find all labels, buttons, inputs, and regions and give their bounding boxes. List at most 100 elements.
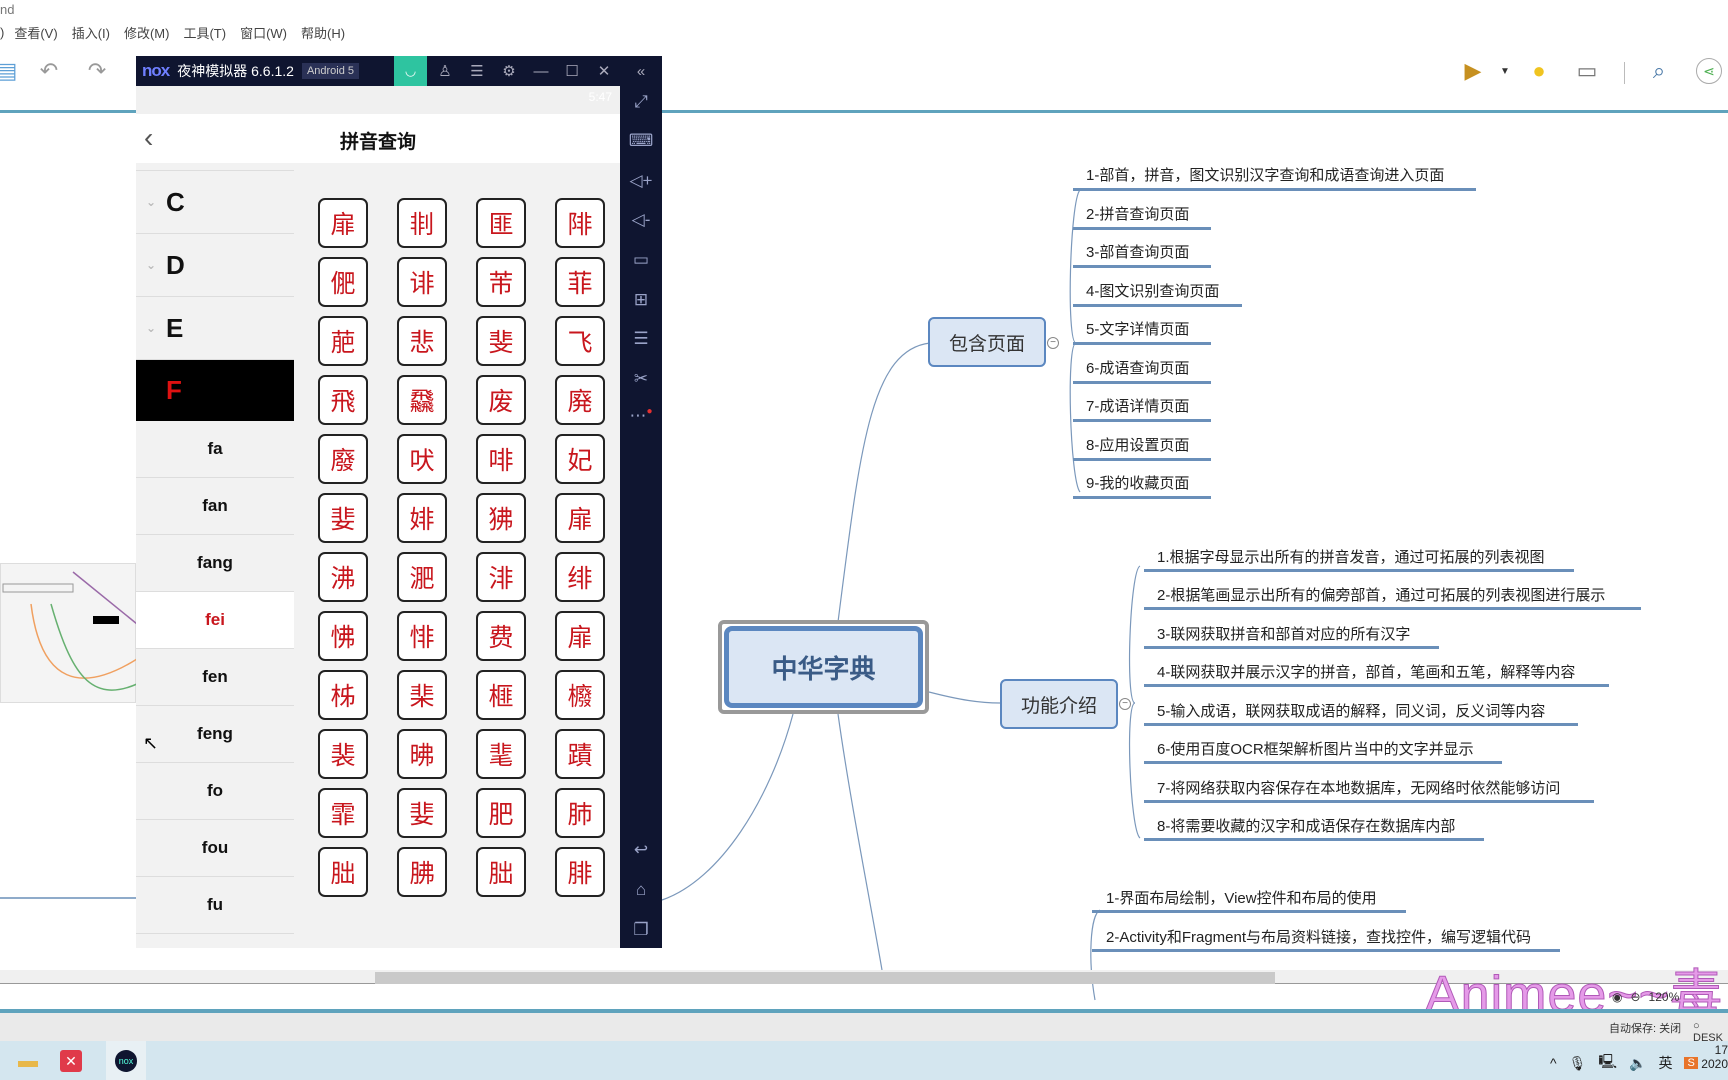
- character-cell[interactable]: 绯: [555, 552, 605, 602]
- topic-item[interactable]: 5-文字详情页面: [1086, 321, 1190, 338]
- topic-item[interactable]: 8-将需要收藏的汉字和成语保存在数据库内部: [1157, 818, 1456, 835]
- eye-icon[interactable]: ◉: [1612, 990, 1623, 1004]
- character-cell[interactable]: 芾: [476, 257, 526, 307]
- back-arrow-icon[interactable]: ‹: [144, 122, 154, 153]
- character-cell[interactable]: 榧: [476, 670, 526, 720]
- character-cell[interactable]: 斐: [476, 316, 526, 366]
- home-nav-icon[interactable]: ⌂: [635, 880, 647, 899]
- character-cell[interactable]: 扉: [555, 611, 605, 661]
- embedded-screenshot-image[interactable]: [0, 563, 138, 703]
- menu-help[interactable]: 帮助(H): [301, 25, 346, 41]
- character-cell[interactable]: 朏: [318, 847, 368, 897]
- character-cell[interactable]: 棐: [397, 670, 447, 720]
- search-icon[interactable]: ⌕: [1652, 58, 1666, 83]
- topic-item[interactable]: 3-部首查询页面: [1086, 244, 1190, 261]
- file-explorer-icon[interactable]: ▬: [18, 1049, 38, 1072]
- presentation-icon[interactable]: ▶: [1464, 58, 1482, 83]
- topic-item[interactable]: 2-Activity和Fragment与布局资料链接，查找控件，编写逻辑代码: [1106, 929, 1532, 946]
- close-icon[interactable]: ✕: [597, 63, 611, 80]
- clock[interactable]: 17 2020: [1700, 1043, 1728, 1071]
- character-cell[interactable]: 昲: [397, 729, 447, 779]
- collapse-pages-icon[interactable]: −: [1047, 337, 1059, 349]
- collapse-sidebar-icon[interactable]: «: [636, 62, 646, 80]
- ime-indicator[interactable]: 英: [1658, 1055, 1673, 1071]
- character-cell[interactable]: 婓: [318, 493, 368, 543]
- topic-item[interactable]: 1.根据字母显示出所有的拼音发音，通过可拓展的列表视图: [1157, 549, 1545, 566]
- character-cell[interactable]: 廢: [318, 434, 368, 484]
- character-cell[interactable]: 飞: [555, 316, 605, 366]
- character-cell[interactable]: 裴: [318, 729, 368, 779]
- group-e[interactable]: ⌄E: [136, 296, 294, 359]
- topic-item[interactable]: 1-界面布局绘制，View控件和布局的使用: [1106, 890, 1377, 907]
- autosave-status[interactable]: 自动保存: 关闭: [1609, 1023, 1682, 1035]
- back-nav-icon[interactable]: ↩: [633, 840, 649, 859]
- character-cell[interactable]: 萉: [318, 316, 368, 366]
- topic-item[interactable]: 6-使用百度OCR框架解析图片当中的文字并显示: [1157, 741, 1474, 758]
- group-c[interactable]: ⌄C: [136, 170, 294, 233]
- scrollbar-thumb[interactable]: [375, 972, 1275, 984]
- character-cell[interactable]: 靟: [476, 729, 526, 779]
- menu-insert[interactable]: 插入(I): [71, 25, 110, 41]
- menu-modify[interactable]: 修改(M): [123, 25, 170, 41]
- topic-item[interactable]: 4-联网获取并展示汉字的拼音，部首，笔画和五笔，解释等内容: [1157, 664, 1576, 681]
- share-icon[interactable]: ⋖: [1696, 58, 1722, 84]
- character-cell[interactable]: 婔: [397, 493, 447, 543]
- character-cell[interactable]: 淝: [397, 552, 447, 602]
- screen-icon[interactable]: ▭: [632, 250, 650, 269]
- menu-window[interactable]: 窗口(W): [240, 25, 288, 41]
- settings-icon[interactable]: ⚙: [502, 63, 516, 80]
- network-icon[interactable]: 🖳: [1598, 1053, 1618, 1069]
- character-cell[interactable]: 费: [476, 611, 526, 661]
- character-cell[interactable]: 肥: [476, 788, 526, 838]
- syllable-item[interactable]: fang: [136, 535, 294, 592]
- menu-tools[interactable]: 工具(T): [183, 25, 227, 41]
- syllable-item[interactable]: fo: [136, 763, 294, 820]
- character-cell[interactable]: 腓: [555, 847, 605, 897]
- syllable-item[interactable]: fa: [136, 421, 294, 478]
- central-topic[interactable]: 中华字典: [718, 620, 929, 714]
- nox-taskbar-icon[interactable]: nox: [106, 1041, 146, 1080]
- character-cell[interactable]: 飛: [318, 375, 368, 425]
- character-cell[interactable]: 匪: [476, 198, 526, 248]
- zoom-out-icon[interactable]: ⊖: [1630, 990, 1641, 1004]
- collapse-features-icon[interactable]: −: [1119, 698, 1131, 710]
- character-cell[interactable]: 狒: [476, 493, 526, 543]
- character-cell[interactable]: 剕: [397, 198, 447, 248]
- undo-icon[interactable]: ↶: [39, 58, 59, 83]
- nox-titlebar[interactable]: nox 夜神模拟器 6.6.1.2 Android 5 ◡ ♙ ☰ ⚙ — ☐ …: [136, 56, 662, 86]
- apk-install-icon[interactable]: ⊞: [633, 290, 649, 309]
- more-icon[interactable]: ⋯●: [629, 406, 653, 425]
- xmind-icon[interactable]: ✕: [60, 1050, 82, 1072]
- character-cell[interactable]: 废: [476, 375, 526, 425]
- character-cell[interactable]: 沸: [318, 552, 368, 602]
- character-cell[interactable]: 俷: [318, 257, 368, 307]
- outline-icon[interactable]: ▭: [1576, 58, 1598, 83]
- topic-item[interactable]: 4-图文识别查询页面: [1086, 283, 1220, 300]
- topic-item[interactable]: 8-应用设置页面: [1086, 437, 1190, 454]
- character-cell[interactable]: 怫: [318, 611, 368, 661]
- character-cell[interactable]: 悲: [397, 316, 447, 366]
- group-d[interactable]: ⌄D: [136, 233, 294, 296]
- topic-item[interactable]: 6-成语查询页面: [1086, 360, 1190, 377]
- save-icon[interactable]: ▤: [0, 58, 18, 83]
- character-cell[interactable]: 菲: [555, 257, 605, 307]
- tray-expand-icon[interactable]: ^: [1550, 1055, 1557, 1071]
- syllable-item[interactable]: feng: [136, 706, 294, 763]
- topic-item[interactable]: 7-成语详情页面: [1086, 398, 1190, 415]
- recent-apps-icon[interactable]: ❐: [633, 920, 649, 939]
- menu-view[interactable]: 查看(V): [14, 25, 58, 41]
- syllable-item[interactable]: fan: [136, 478, 294, 535]
- character-cell[interactable]: 诽: [397, 257, 447, 307]
- character-cell[interactable]: 啡: [476, 434, 526, 484]
- topic-item[interactable]: 1-部首，拼音，图文识别汉字查询和成语查询进入页面: [1086, 167, 1445, 184]
- character-cell[interactable]: 飝: [397, 375, 447, 425]
- topic-item[interactable]: 2-根据笔画显示出所有的偏旁部首，通过可拓展的列表视图进行展示: [1157, 587, 1606, 604]
- sogou-icon[interactable]: S: [1684, 1057, 1698, 1069]
- branch-node-pages[interactable]: 包含页面: [928, 317, 1046, 367]
- character-cell[interactable]: 吠: [397, 434, 447, 484]
- scissors-icon[interactable]: ✂: [633, 369, 649, 388]
- lightbulb-icon[interactable]: ●: [1532, 58, 1546, 83]
- character-cell[interactable]: 陫: [555, 198, 605, 248]
- topic-item[interactable]: 9-我的收藏页面: [1086, 475, 1190, 492]
- character-cell[interactable]: 渄: [476, 552, 526, 602]
